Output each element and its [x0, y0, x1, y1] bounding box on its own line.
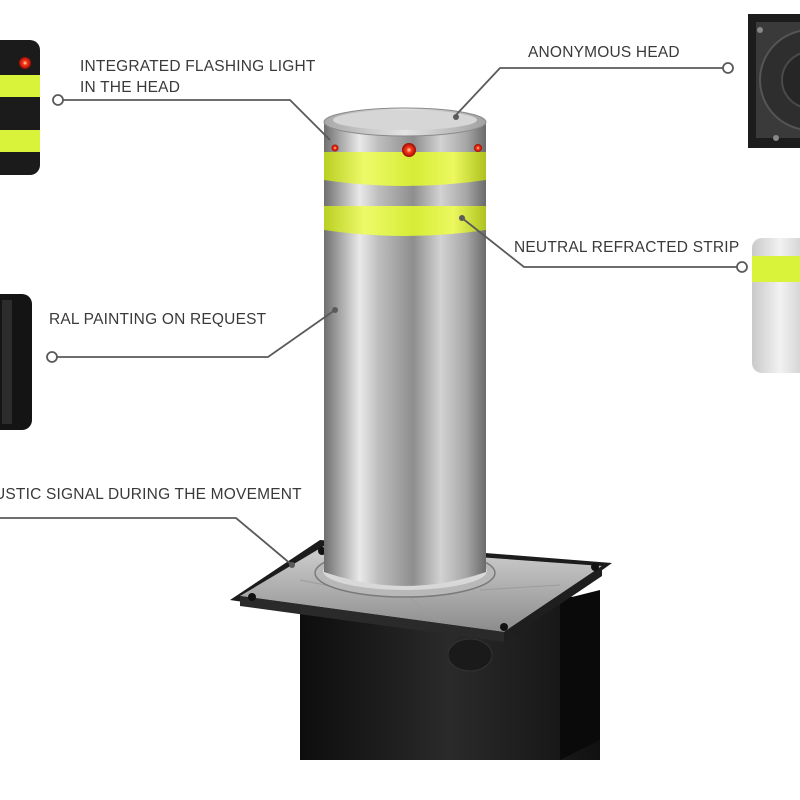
leader-ral-painting: [52, 309, 336, 358]
reflective-strip-lower: [324, 206, 486, 236]
callout-flashing-light-line2: IN THE HEAD: [80, 79, 181, 96]
bollard-cylinder: [323, 107, 487, 586]
inset-led-icon: [19, 57, 31, 69]
leader-flashing-light: [58, 99, 331, 141]
leader-acoustic-signal: [0, 517, 293, 566]
leader-dot-refracted-strip-icon: [736, 261, 748, 273]
leader-refracted-strip: [461, 217, 742, 268]
leader-dot-ral-painting-icon: [46, 351, 58, 363]
leader-dot-flashing-light-icon: [52, 94, 64, 106]
callout-ral-painting: RAL PAINTING ON REQUEST: [49, 311, 267, 328]
inset-flashing-light: [0, 40, 40, 175]
callout-anonymous-head: ANONYMOUS HEAD: [528, 44, 680, 61]
inset-ral-painting: [0, 294, 32, 430]
callout-flashing-light-line1: INTEGRATED FLASHING LIGHT: [80, 58, 316, 75]
inset-anonymous-head: [748, 14, 800, 148]
callout-refracted-strip: NEUTRAL REFRACTED STRIP: [514, 239, 740, 256]
flashing-led-icon: [402, 143, 416, 157]
leader-dot-anonymous-head-icon: [722, 62, 734, 74]
leader-lines: [0, 62, 748, 568]
leader-anonymous-head: [455, 67, 728, 116]
callout-acoustic-signal: USTIC SIGNAL DURING THE MOVEMENT: [0, 486, 302, 503]
inset-refracted-strip: [752, 238, 800, 373]
reflective-strip-upper: [324, 152, 486, 186]
bollard-foundation: [300, 590, 600, 760]
callout-flashing-light: INTEGRATED FLASHING LIGHT IN THE HEAD: [80, 56, 316, 98]
